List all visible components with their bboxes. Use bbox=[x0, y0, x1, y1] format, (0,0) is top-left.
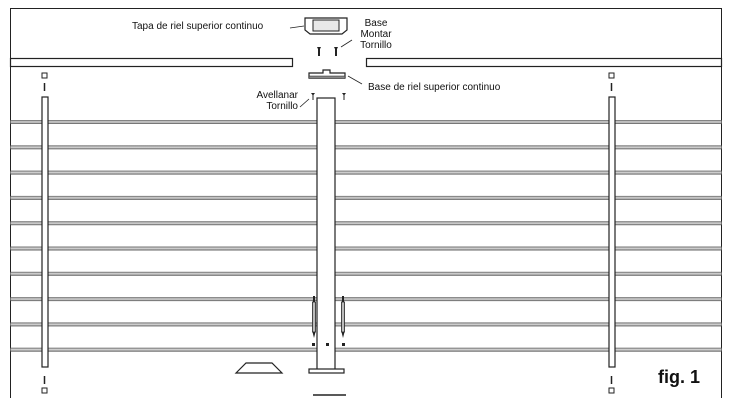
cap-leader-line bbox=[289, 25, 305, 29]
figure-label: fig. 1 bbox=[658, 367, 701, 387]
fastener-mark-2 bbox=[326, 343, 329, 346]
label-countersink-line-2: Tornillo bbox=[266, 101, 298, 112]
right-post-cap-bottom bbox=[608, 387, 615, 394]
horizontal-rail bbox=[10, 246, 722, 251]
center-post bbox=[316, 97, 336, 371]
frame-border bbox=[10, 8, 722, 398]
center-post-base-plate bbox=[308, 368, 345, 374]
horizontal-rail bbox=[10, 221, 722, 226]
mount-screw-leader-line bbox=[340, 39, 353, 48]
top-rail-left bbox=[9, 57, 294, 68]
countersink-screws bbox=[311, 93, 346, 100]
left-post-cap-bottom bbox=[41, 387, 48, 394]
label-top-rail-cap: Tapa de riel superior continuo bbox=[132, 21, 264, 32]
horizontal-rail bbox=[10, 145, 722, 150]
horizontal-rail bbox=[10, 170, 722, 175]
horizontal-rail bbox=[10, 297, 722, 302]
top-rail-cap-part bbox=[304, 17, 348, 35]
countersink-leader-line bbox=[299, 98, 310, 108]
horizontal-rail bbox=[10, 120, 722, 124]
right-post-cap-top bbox=[608, 72, 615, 79]
rail-base-leader-line bbox=[347, 75, 363, 85]
horizontal-rail bbox=[10, 271, 722, 276]
top-rail-base-part bbox=[308, 69, 346, 79]
label-base-line-1: Base bbox=[364, 18, 388, 29]
top-rail-right bbox=[365, 57, 723, 68]
horizontal-rail bbox=[10, 195, 722, 200]
label-base-line-2: Montar bbox=[360, 29, 392, 40]
base-trim-piece bbox=[234, 362, 284, 374]
label-top-rail-base: Base de riel superior continuo bbox=[368, 82, 501, 93]
right-end-post bbox=[608, 96, 616, 368]
base-mount-screws bbox=[317, 47, 338, 56]
lag-bolt-left bbox=[312, 296, 316, 338]
label-base-mount-screw: Base Montar Tornillo bbox=[356, 18, 396, 51]
left-end-post bbox=[41, 96, 49, 368]
horizontal-rails bbox=[10, 120, 722, 352]
fastener-mark-1 bbox=[312, 343, 315, 346]
lag-bolt-right bbox=[341, 296, 345, 338]
fastener-mark-3 bbox=[342, 343, 345, 346]
label-countersink-line-1: Avellanar bbox=[256, 90, 298, 101]
label-base-line-3: Tornillo bbox=[360, 40, 392, 51]
label-countersink-screw: Avellanar Tornillo bbox=[246, 90, 298, 112]
horizontal-rail bbox=[10, 347, 722, 352]
horizontal-rail bbox=[10, 322, 722, 327]
left-post-cap-top bbox=[41, 72, 48, 79]
